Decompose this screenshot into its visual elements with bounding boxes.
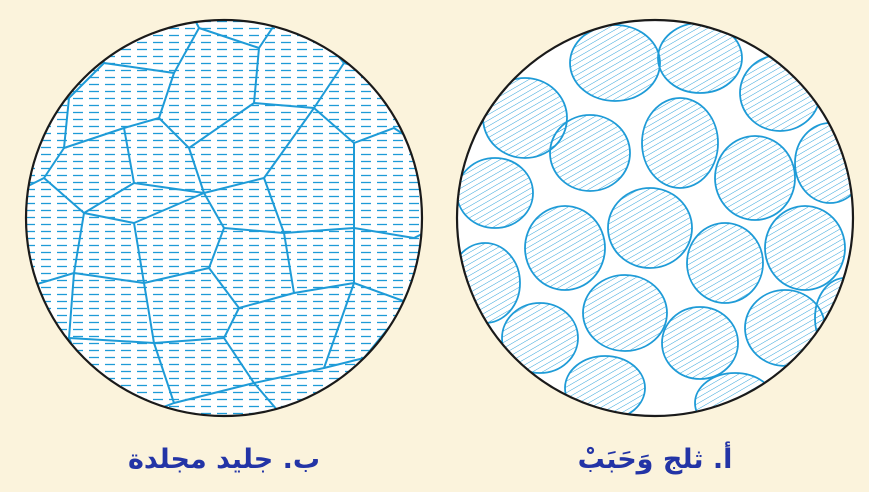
glacier-ice-caption: ب. جليد مجلدة (24, 440, 424, 480)
snow-grains-caption: أ. ثلج وَحَبَبْ (455, 440, 855, 480)
glacier-ice-panel (24, 18, 424, 418)
glacier-ice-diagram (24, 18, 424, 418)
snow-grains-diagram (455, 18, 855, 418)
snow-grains-panel (455, 18, 855, 418)
